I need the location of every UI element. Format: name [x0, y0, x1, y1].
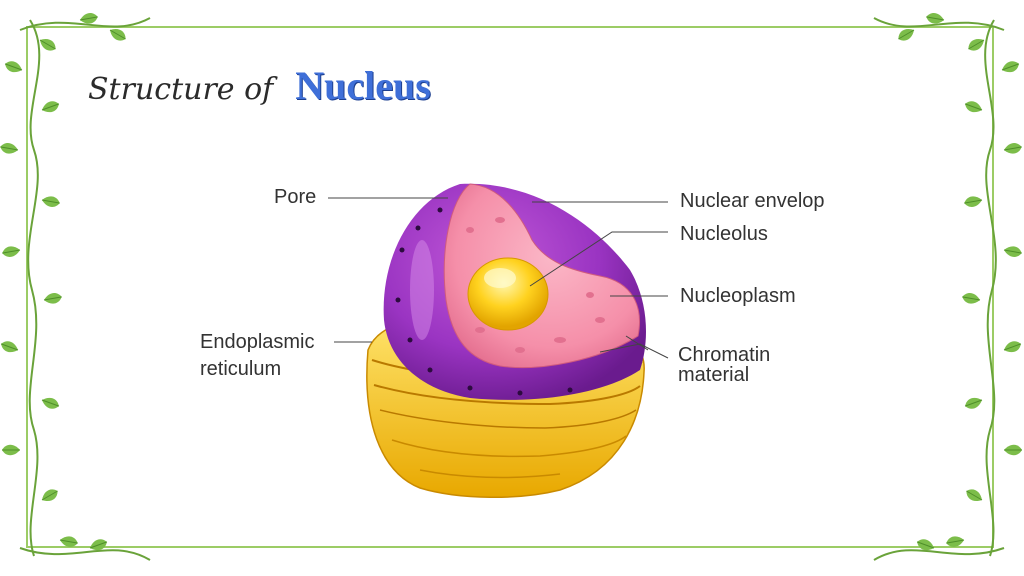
label-chromatin-line2: material [678, 364, 750, 386]
nucleolus-shape [467, 257, 549, 331]
title-main: Nucleus [295, 63, 431, 108]
chromatin-leader-line-1 [599, 343, 669, 359]
label-er-line1: Endoplasmic [200, 331, 315, 353]
chromatin-leader-line-2 [625, 335, 649, 351]
label-nucleolus: Nucleolus [680, 223, 768, 245]
label-er-line2: reticulum [200, 358, 282, 380]
title-prefix: Structure of [88, 72, 274, 107]
leader-lines [328, 197, 669, 359]
slide-title: Structure of Nucleus [88, 62, 431, 122]
label-nucleoplasm: Nucleoplasm [680, 285, 796, 307]
label-pore: Pore [274, 186, 317, 208]
nucleolus-leader-line [529, 231, 668, 287]
vine-decoration [0, 11, 1024, 561]
label-nuclear-envelope: Nuclear envelop [680, 190, 825, 212]
label-chromatin-line1: Chromatin [678, 344, 771, 366]
